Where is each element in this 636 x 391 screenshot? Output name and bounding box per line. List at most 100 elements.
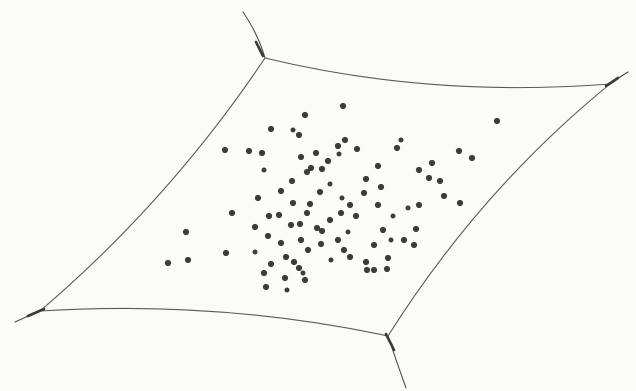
dot: [222, 147, 228, 153]
dot: [389, 238, 394, 243]
dot: [296, 132, 302, 138]
dot: [375, 202, 381, 208]
dot: [319, 166, 325, 172]
dot: [347, 254, 353, 260]
dot: [335, 143, 341, 149]
dot: [363, 176, 369, 182]
dot: [416, 202, 422, 208]
dot-cluster: [165, 103, 500, 293]
dot: [305, 247, 311, 253]
dot: [290, 200, 296, 206]
sheet-edge-bottom: [40, 308, 388, 336]
dot: [391, 214, 396, 219]
corner-thick-right: [606, 78, 618, 86]
corner-thick-bottom: [386, 334, 394, 350]
dot: [229, 210, 235, 216]
dot: [416, 167, 422, 173]
dot: [268, 261, 274, 267]
dot: [318, 241, 324, 247]
dot: [341, 247, 347, 253]
dot: [165, 260, 171, 266]
dot: [302, 112, 308, 118]
dot: [325, 158, 331, 164]
dot: [285, 288, 290, 293]
dot: [371, 267, 377, 273]
dot: [371, 242, 377, 248]
dot: [441, 193, 447, 199]
dot: [378, 184, 384, 190]
dot: [384, 266, 390, 272]
dot: [394, 145, 400, 151]
dot: [437, 178, 443, 184]
dot: [429, 160, 435, 166]
dot: [252, 224, 258, 230]
dot: [291, 128, 296, 133]
dot: [319, 228, 325, 234]
dot: [255, 195, 261, 201]
dot: [298, 237, 304, 243]
dot: [313, 150, 319, 156]
dot: [261, 270, 267, 276]
dot: [185, 257, 191, 263]
dot: [253, 250, 258, 255]
dot: [342, 137, 348, 143]
dot: [411, 242, 417, 248]
dot: [413, 226, 419, 232]
dot: [304, 169, 310, 175]
dot: [494, 118, 500, 124]
dot: [335, 237, 341, 243]
dot: [456, 148, 462, 154]
dot: [340, 103, 346, 109]
dot: [353, 213, 359, 219]
dot: [266, 213, 272, 219]
dot: [327, 217, 333, 223]
dot: [268, 126, 274, 132]
dot: [302, 277, 308, 283]
dot: [297, 221, 303, 227]
dot: [289, 178, 295, 184]
dot: [301, 271, 306, 276]
dot: [457, 200, 463, 206]
dot: [183, 229, 189, 235]
dot: [363, 259, 369, 265]
dot: [288, 222, 294, 228]
dot: [375, 163, 381, 169]
dot: [262, 168, 267, 173]
dot: [304, 210, 310, 216]
dot: [469, 155, 475, 161]
dot: [263, 284, 269, 290]
dot: [296, 265, 302, 271]
dot: [380, 227, 386, 233]
sheet-edge-left: [40, 58, 265, 311]
sheet-edge-top: [265, 58, 610, 88]
dot: [406, 206, 411, 211]
dot: [399, 138, 404, 143]
dot: [307, 201, 313, 207]
dot: [385, 255, 391, 261]
dot: [223, 250, 229, 256]
dot: [317, 189, 323, 195]
dot: [291, 259, 297, 265]
dot: [346, 230, 351, 235]
dot: [276, 212, 282, 218]
dot: [338, 210, 344, 216]
dot: [401, 237, 407, 243]
dot: [337, 152, 342, 157]
dot: [426, 175, 432, 181]
corner-thick-left: [28, 309, 44, 316]
dot: [259, 150, 265, 156]
dot: [282, 275, 288, 281]
dot: [364, 267, 370, 273]
dot: [278, 240, 284, 246]
dot: [354, 146, 360, 152]
dot: [298, 154, 304, 160]
dot: [265, 233, 271, 239]
dot: [329, 258, 334, 263]
dot: [361, 190, 367, 196]
dot: [347, 202, 353, 208]
dot: [340, 196, 345, 201]
dot: [246, 148, 252, 154]
dot: [328, 182, 333, 187]
